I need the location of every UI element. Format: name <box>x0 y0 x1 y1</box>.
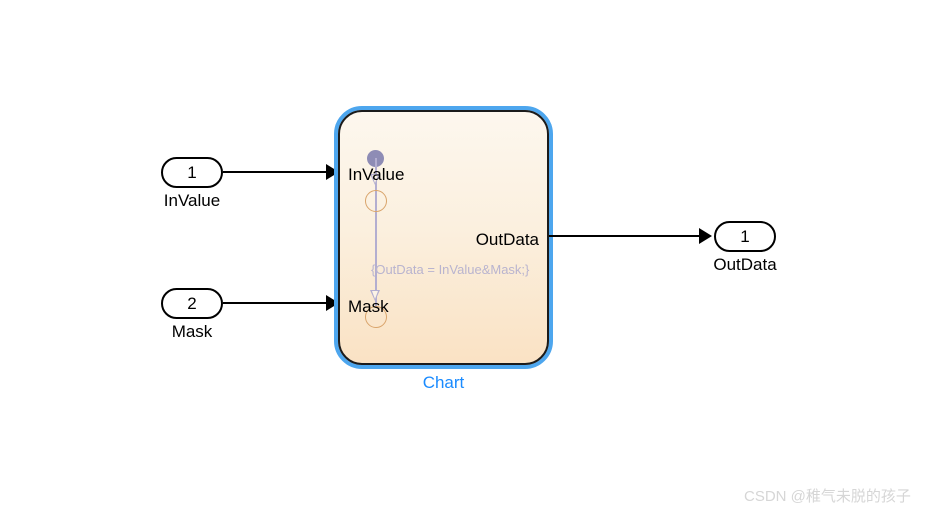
inport-block-2[interactable]: 2 <box>161 288 223 319</box>
chart-input-label-mask: Mask <box>348 297 389 316</box>
chart-output-label-outdata: OutData <box>475 230 539 249</box>
transition-line[interactable] <box>374 158 377 306</box>
outport-caption-1: OutData <box>713 255 777 274</box>
transition-arrowhead-upper <box>370 174 380 185</box>
stateflow-chart-block[interactable]: InValue Mask OutData {OutData = InValue&… <box>338 110 549 365</box>
wire-outdata[interactable] <box>549 235 704 237</box>
transition-arrowhead-lower <box>370 290 380 301</box>
outport-block-1[interactable]: 1 <box>714 221 776 252</box>
inport-caption-2: Mask <box>171 322 213 341</box>
inport-number-2: 2 <box>187 294 197 313</box>
inport-number-1: 1 <box>187 163 197 182</box>
wire-invalue[interactable] <box>223 171 331 173</box>
wire-mask[interactable] <box>223 302 331 304</box>
junction-upper[interactable] <box>364 190 387 212</box>
chart-input-label-invalue: InValue <box>348 165 405 184</box>
outport-number-1: 1 <box>740 227 750 246</box>
inport-caption-1: InValue <box>163 191 221 210</box>
watermark-text: CSDN @稚气未脱的孩子 <box>744 488 911 505</box>
junction-lower[interactable] <box>364 306 387 328</box>
wire-outdata-arrowhead <box>699 228 712 244</box>
chart-selection-highlight <box>334 106 553 369</box>
inport-block-1[interactable]: 1 <box>161 157 223 188</box>
chart-block-name[interactable]: Chart <box>422 373 465 392</box>
transition-action-label[interactable]: {OutData = InValue&Mask;} <box>371 262 530 277</box>
